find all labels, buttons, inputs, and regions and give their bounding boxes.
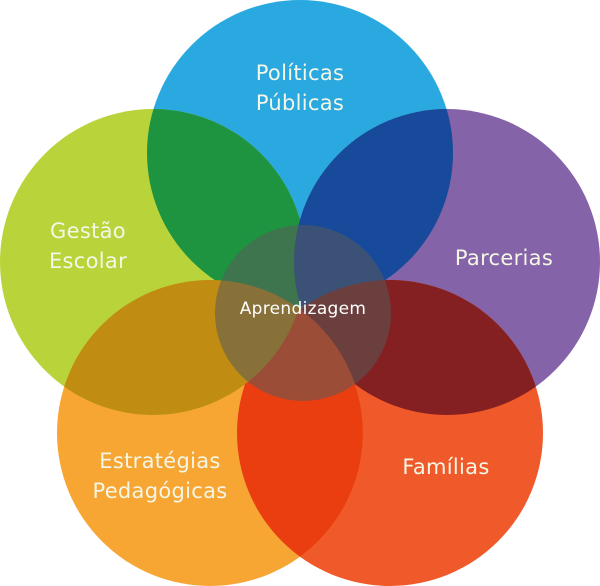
label-line: Escolar xyxy=(48,249,128,273)
center-circle-group xyxy=(215,225,391,401)
label-politicas-publicas: Políticas Públicas xyxy=(256,58,345,118)
label-familias: Famílias xyxy=(402,452,489,482)
label-line: Famílias xyxy=(402,455,490,479)
label-parcerias: Parcerias xyxy=(455,243,553,273)
label-line: Pedagógicas xyxy=(92,479,228,503)
circle-aprendizagem xyxy=(215,225,391,401)
label-line: Políticas xyxy=(255,61,345,85)
label-gestao-escolar: Gestão Escolar xyxy=(49,216,127,276)
label-line: Aprendizagem xyxy=(239,299,367,319)
label-line: Públicas xyxy=(255,91,345,115)
label-line: Parcerias xyxy=(454,246,554,270)
label-line: Gestão xyxy=(50,219,126,243)
label-line: Estratégias xyxy=(99,449,221,473)
label-estrategias-pedagogicas: Estratégias Pedagógicas xyxy=(92,446,227,506)
label-aprendizagem: Aprendizagem xyxy=(240,298,367,320)
